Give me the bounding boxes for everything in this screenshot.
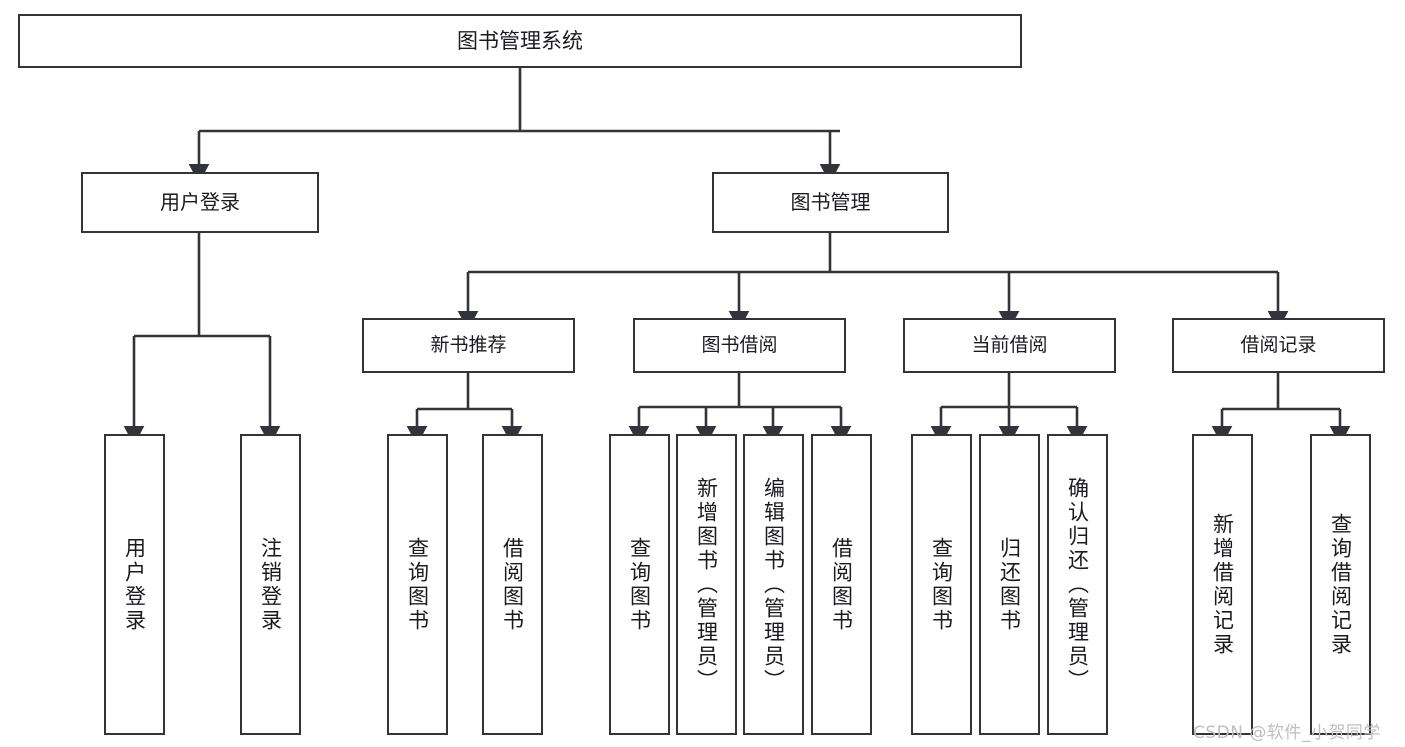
node-current-borrow-label: 当前借阅 xyxy=(971,334,1048,357)
leaf-query-record[interactable]: 查询借阅记录 xyxy=(1310,434,1371,735)
leaf-add-book[interactable]: 新增图书（管理员） xyxy=(676,434,737,735)
leaf-logout-login[interactable]: 注销登录 xyxy=(240,434,301,735)
csdn-watermark: CSDN @软件_小贺同学 xyxy=(1193,723,1381,743)
node-new-book-recommend[interactable]: 新书推荐 xyxy=(362,318,575,373)
leaf-query-record-label: 查询借阅记录 xyxy=(1328,512,1353,657)
leaf-return-book[interactable]: 归还图书 xyxy=(979,434,1040,735)
leaf-borrow-book-2-label: 借阅图书 xyxy=(829,536,854,633)
leaf-confirm-return[interactable]: 确认归还（管理员） xyxy=(1047,434,1108,735)
leaf-user-login-label: 用户登录 xyxy=(122,536,147,633)
leaf-edit-book[interactable]: 编辑图书（管理员） xyxy=(743,434,804,735)
leaf-borrow-book-1-label: 借阅图书 xyxy=(500,536,525,633)
node-borrow-record-label: 借阅记录 xyxy=(1240,334,1317,357)
leaf-add-record[interactable]: 新增借阅记录 xyxy=(1192,434,1253,735)
node-current-borrow[interactable]: 当前借阅 xyxy=(903,318,1116,373)
node-user-login-label: 用户登录 xyxy=(160,189,240,214)
leaf-add-book-label: 新增图书（管理员） xyxy=(694,476,719,693)
leaf-query-book-1[interactable]: 查询图书 xyxy=(387,434,448,735)
leaf-add-record-label: 新增借阅记录 xyxy=(1210,512,1235,657)
node-root-label: 图书管理系统 xyxy=(457,28,583,53)
node-root[interactable]: 图书管理系统 xyxy=(18,14,1022,68)
leaf-confirm-return-label: 确认归还（管理员） xyxy=(1065,476,1090,693)
leaf-logout-login-label: 注销登录 xyxy=(258,536,283,633)
leaf-edit-book-label: 编辑图书（管理员） xyxy=(761,476,786,693)
node-book-manage[interactable]: 图书管理 xyxy=(712,172,949,233)
leaf-query-book-1-label: 查询图书 xyxy=(405,536,430,633)
node-book-borrow[interactable]: 图书借阅 xyxy=(633,318,846,373)
node-book-manage-label: 图书管理 xyxy=(790,189,871,214)
leaf-borrow-book-1[interactable]: 借阅图书 xyxy=(482,434,543,735)
node-new-book-recommend-label: 新书推荐 xyxy=(430,334,507,357)
leaf-query-book-3-label: 查询图书 xyxy=(929,536,954,633)
leaf-user-login[interactable]: 用户登录 xyxy=(104,434,165,735)
node-book-borrow-label: 图书借阅 xyxy=(701,334,778,357)
leaf-query-book-2-label: 查询图书 xyxy=(627,536,652,633)
leaf-query-book-3[interactable]: 查询图书 xyxy=(911,434,972,735)
node-borrow-record[interactable]: 借阅记录 xyxy=(1172,318,1385,373)
node-user-login[interactable]: 用户登录 xyxy=(81,172,319,233)
leaf-borrow-book-2[interactable]: 借阅图书 xyxy=(811,434,872,735)
leaf-return-book-label: 归还图书 xyxy=(997,536,1022,633)
leaf-query-book-2[interactable]: 查询图书 xyxy=(609,434,670,735)
